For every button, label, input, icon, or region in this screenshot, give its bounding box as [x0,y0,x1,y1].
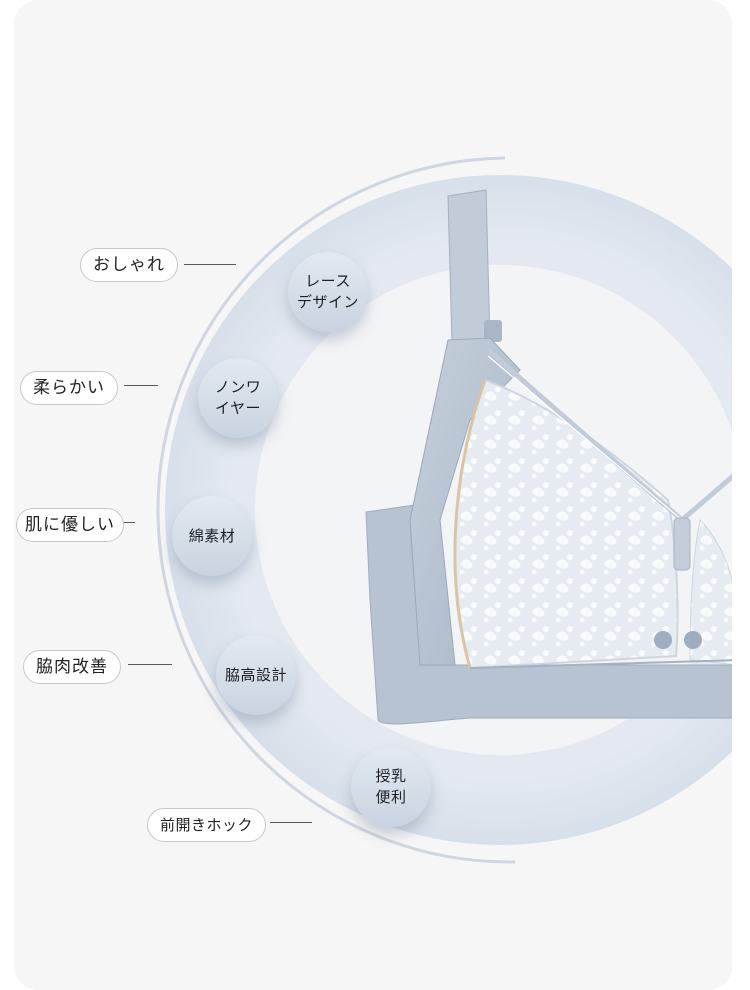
feature-text: 綿素材 [188,526,236,545]
connector-line [124,385,158,386]
outer-arc [156,156,516,864]
label-stylish: おしゃれ [80,248,178,282]
label-soft: 柔らかい [20,371,118,405]
feature-text: 授乳 便利 [375,767,407,806]
feature-high-side: 脇高設計 [216,635,296,715]
connector-line [270,822,312,823]
connector-line [128,664,172,665]
label-skin-friendly: 肌に優しい [16,508,124,542]
feature-text: レース デザイン [296,272,359,311]
label-front-hook: 前開きホック [147,808,267,842]
product-image [365,189,732,725]
feature-text: ノンワ イヤー [214,378,262,417]
feature-nursing: 授乳 便利 [351,747,431,827]
feature-cotton: 綿素材 [172,496,252,576]
feature-lace-design: レース デザイン [288,252,368,332]
feature-text: 脇高設計 [224,665,287,684]
feature-non-wire: ノンワ イヤー [198,358,278,438]
connector-line [119,522,135,523]
connector-line [184,264,236,265]
label-side-fat: 脇肉改善 [23,650,121,684]
